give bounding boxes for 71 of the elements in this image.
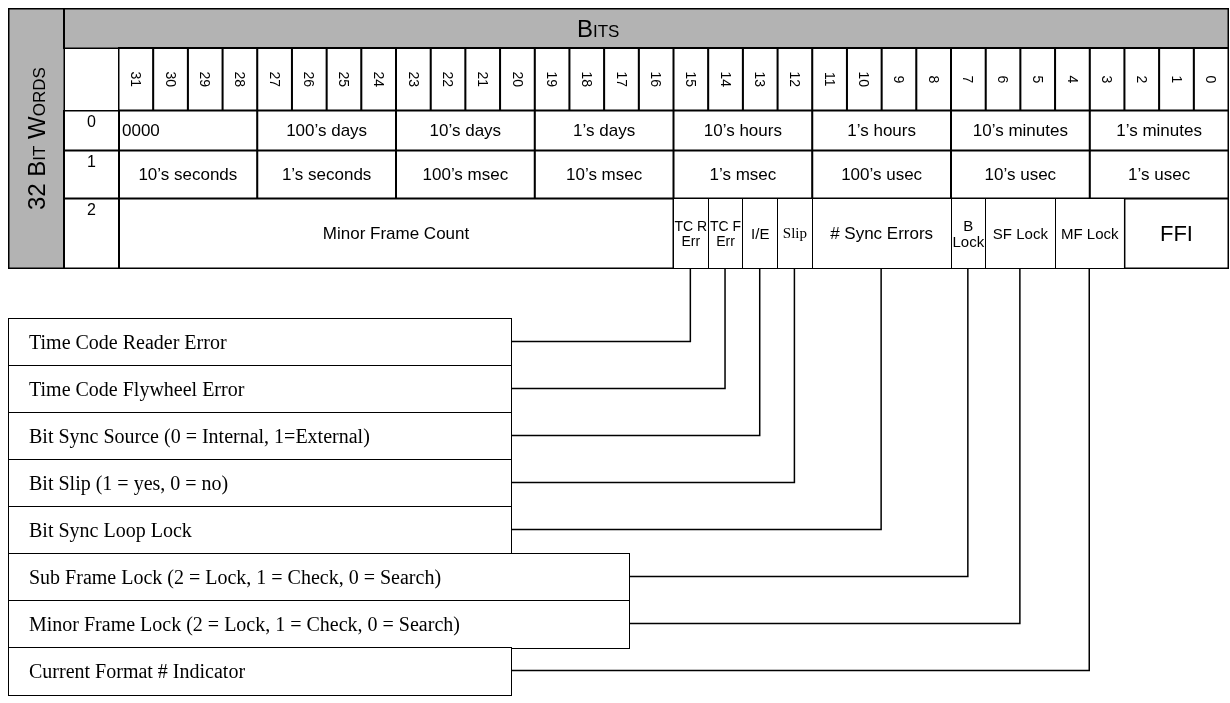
description-box: Current Format # Indicator xyxy=(8,647,512,696)
table-cell-text: 10’s days xyxy=(428,119,503,142)
bit-number: 4 xyxy=(1063,74,1082,85)
bit-number: 21 xyxy=(474,70,493,89)
table-cell-text: 0 xyxy=(86,112,97,132)
table-cell-text: 1’s hours xyxy=(846,119,917,142)
description-box: Minor Frame Lock (2 = Lock, 1 = Check, 0 = Search) xyxy=(8,600,630,649)
bit-number: 20 xyxy=(508,70,527,89)
bit-number: 27 xyxy=(265,70,284,89)
table-cell-text: 2 xyxy=(86,200,97,220)
bit-number: 3 xyxy=(1098,74,1117,85)
leader-line xyxy=(511,267,882,531)
bit-number: 29 xyxy=(196,70,215,89)
bit-number: 26 xyxy=(300,70,319,89)
bit-number: 16 xyxy=(647,70,666,89)
description-box: Time Code Flywheel Error xyxy=(8,365,512,414)
bit-number: 17 xyxy=(612,70,631,89)
bit-number: 1 xyxy=(1167,74,1186,85)
table-cell-text: 1’s msec xyxy=(708,163,778,186)
header-label: Bits xyxy=(63,8,1229,49)
bit-number: 7 xyxy=(959,74,978,85)
table-cell-text: 100’s days xyxy=(285,119,369,142)
table-cell-text: Minor Frame Count xyxy=(321,222,471,245)
bit-number: 6 xyxy=(994,74,1013,85)
bit-number: 31 xyxy=(127,70,146,89)
bit-number: 9 xyxy=(890,74,909,85)
table-cell-text: 1 xyxy=(86,152,97,172)
bit-number: 13 xyxy=(751,70,770,89)
table-cell-text: 1’s seconds xyxy=(280,163,373,186)
header-label: 32 Bit Words xyxy=(8,8,65,269)
table-cell-text: 0000 xyxy=(121,119,161,142)
table-cell-text: 10’s usec xyxy=(983,163,1058,186)
bit-number: 23 xyxy=(404,70,423,89)
table-cell-text: 10’s minutes xyxy=(971,119,1069,142)
bit-number: 15 xyxy=(682,70,701,89)
leader-line xyxy=(511,267,761,437)
table-cell-text: 100’s msec xyxy=(421,163,510,186)
bit-number: 22 xyxy=(439,70,458,89)
bit-number: 14 xyxy=(716,70,735,89)
leader-line xyxy=(511,267,796,484)
table-cell-text: 10’s msec xyxy=(565,163,644,186)
bit-number: 25 xyxy=(335,70,354,89)
bit-number: 8 xyxy=(925,74,943,85)
table-cell-text: 1’s days xyxy=(572,119,637,142)
bit-number: 19 xyxy=(543,70,562,89)
table-cell-text: 10’s hours xyxy=(702,119,783,142)
table-cell-text: 100’s usec xyxy=(840,163,924,186)
bit-number: 10 xyxy=(855,70,874,89)
table-cell-text: 1’s usec xyxy=(1127,163,1192,186)
table-cell-text: 10’s seconds xyxy=(137,163,239,186)
description-box: Bit Sync Loop Lock xyxy=(8,506,512,555)
description-box: Bit Slip (1 = yes, 0 = no) xyxy=(8,459,512,508)
leader-line xyxy=(511,267,1090,672)
table-cell-text: FFI xyxy=(1158,219,1194,248)
leader-line xyxy=(511,267,726,390)
leader-line xyxy=(629,267,969,578)
bit-number: 11 xyxy=(820,70,839,89)
bit-number: 2 xyxy=(1133,74,1152,85)
bit-number: 12 xyxy=(786,70,805,89)
bit-number: 30 xyxy=(161,70,180,89)
description-box: Sub Frame Lock (2 = Lock, 1 = Check, 0 = Search) xyxy=(8,553,630,602)
leader-line xyxy=(629,267,1021,625)
bit-number: 18 xyxy=(578,70,597,89)
description-box: Bit Sync Source (0 = Internal, 1=External) xyxy=(8,412,512,461)
description-box: Time Code Reader Error xyxy=(8,318,512,367)
leader-line xyxy=(511,267,692,343)
table-cell-text: 1’s minutes xyxy=(1115,119,1203,142)
bit-number: 0 xyxy=(1202,74,1221,85)
bit-number: 28 xyxy=(231,70,250,89)
bit-number: 5 xyxy=(1029,74,1048,85)
bit-number: 24 xyxy=(370,70,388,89)
